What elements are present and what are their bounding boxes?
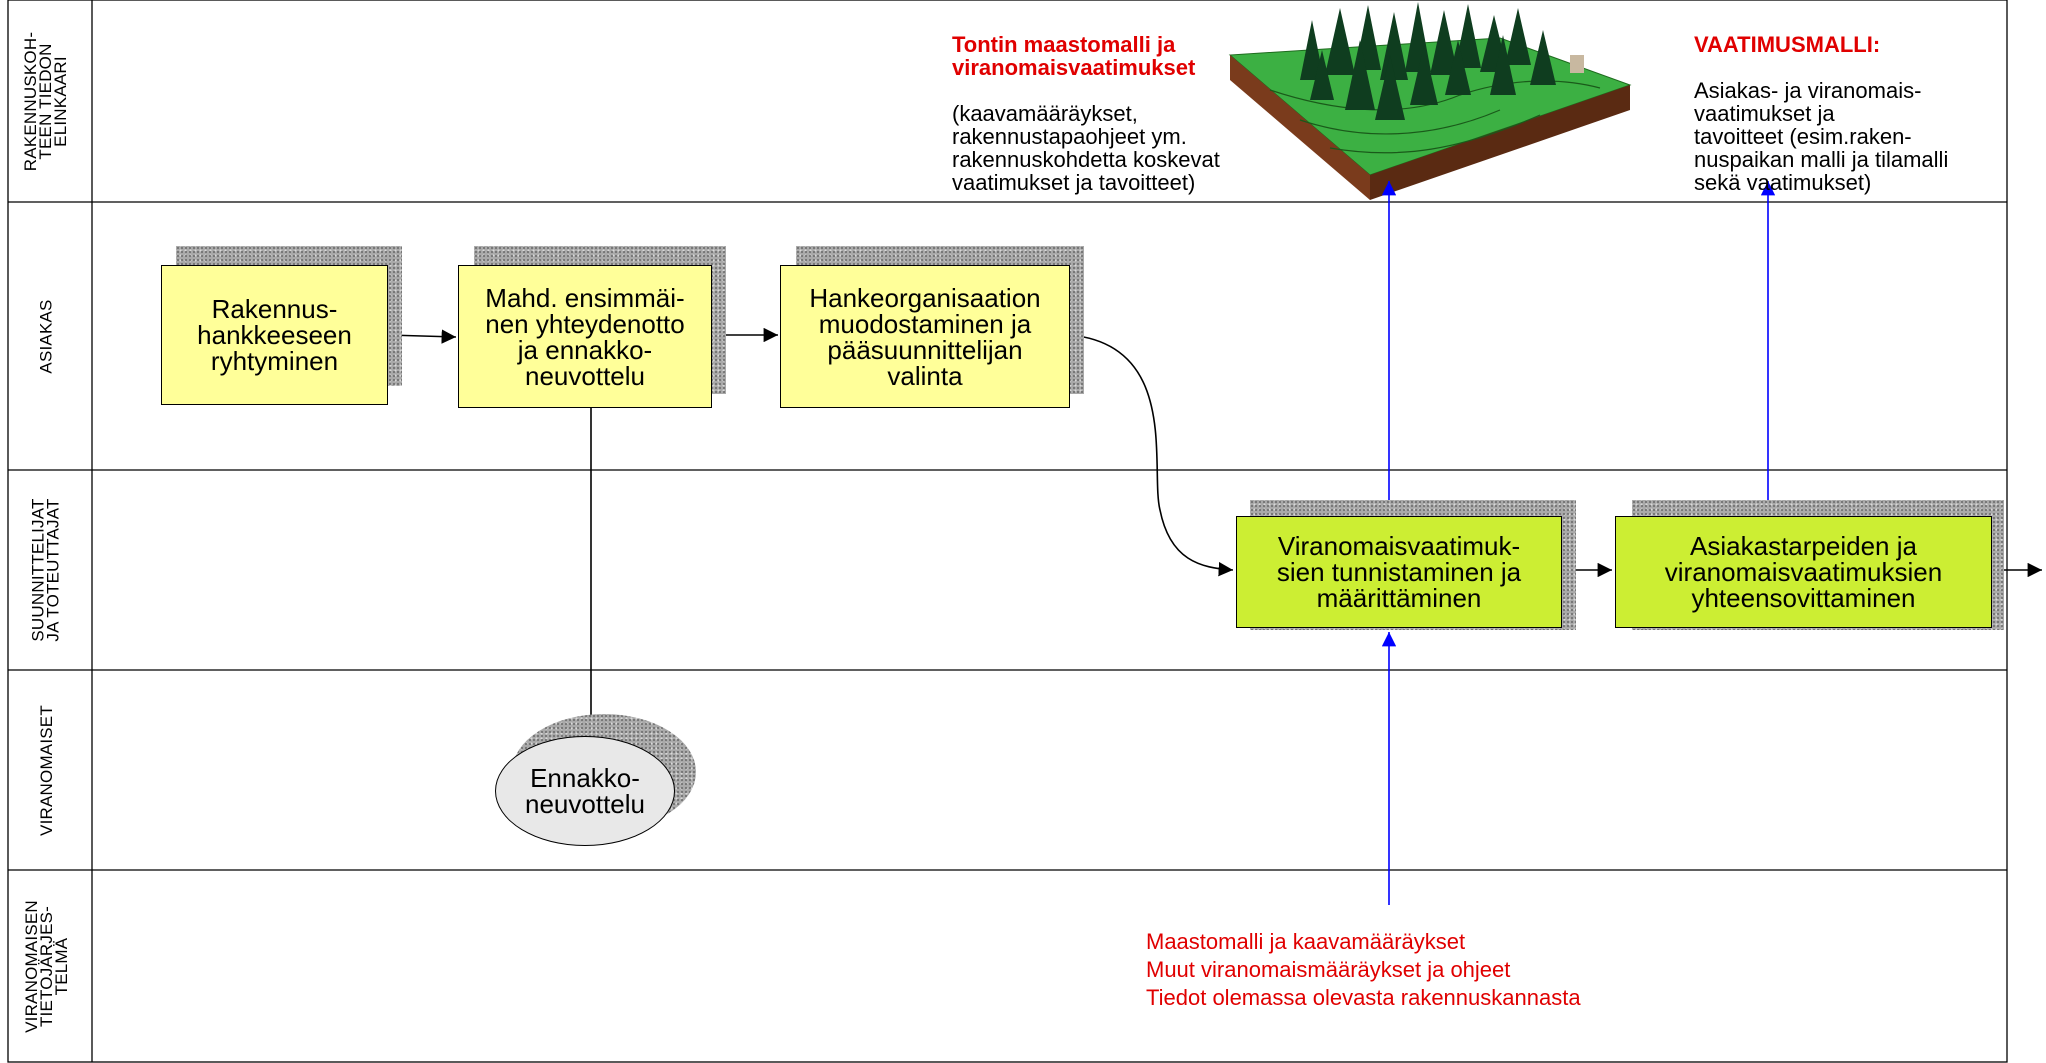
lane-label-viranomaiset: VIRANOMAISET xyxy=(36,704,56,836)
note-tontin-title: Tontin maastomalli ja viranomaisvaatimuk… xyxy=(952,32,1196,80)
oval-ennakkoneuvottelu: Ennakko- neuvottelu xyxy=(495,736,675,846)
lane-label-suunnittelijat: SUUNNITTELIJAT JA TOTEUTTAJAT xyxy=(29,498,64,642)
note-tontin-maastomalli: Tontin maastomalli ja viranomaisvaatimuk… xyxy=(952,10,1220,217)
lane-label-tietojarjestelma: VIRANOMAISEN TIETOJÄRJES- TELMÄ xyxy=(21,899,71,1033)
note-tontin-body: (kaavamääräykset, rakennustapaohjeet ym.… xyxy=(952,101,1220,195)
database-note: Muut viranomaismääräykset ja ohjeet xyxy=(1146,957,1511,982)
note-vaatimusmalli: VAATIMUSMALLI: Asiakas- ja viranomais- v… xyxy=(1694,10,1948,217)
lane-label-asiakas: ASIAKAS xyxy=(36,298,56,374)
box-tunnistaminen: Viranomaisvaatimuk- sien tunnistaminen j… xyxy=(1236,516,1562,628)
lane-label-elinkaari: RAKENNUSKOH- TEEN TIEDON ELINKAARI xyxy=(21,31,71,171)
blue-connectors xyxy=(1381,181,1776,905)
lane-grid xyxy=(7,0,2008,1063)
arrow-hanke-to-tunnistaminen xyxy=(1069,334,1234,577)
terrain-model-icon xyxy=(1228,2,1632,200)
note-vaatimusmalli-title: VAATIMUSMALLI: xyxy=(1694,32,1881,57)
box-rakennushanke: Rakennus- hankkeeseen ryhtyminen xyxy=(161,265,388,405)
database-note: Tiedot olemassa olevasta rakennuskannast… xyxy=(1146,985,1581,1010)
box-yhteydenotto: Mahd. ensimmäi- nen yhteydenotto ja enna… xyxy=(458,265,712,408)
database-notes: Maastomalli ja kaavamääräykset Muut vira… xyxy=(1146,928,1581,1012)
diagram-frame xyxy=(7,0,2008,1063)
database-note: Maastomalli ja kaavamääräykset xyxy=(1146,929,1466,954)
box-yhteensovittaminen: Asiakastarpeiden ja viranomaisvaatimuksi… xyxy=(1615,516,1992,628)
note-vaatimusmalli-body: Asiakas- ja viranomais- vaatimukset ja t… xyxy=(1694,78,1949,195)
box-hankeorganisaatio: Hankeorganisaation muodostaminen ja pääs… xyxy=(780,265,1070,408)
